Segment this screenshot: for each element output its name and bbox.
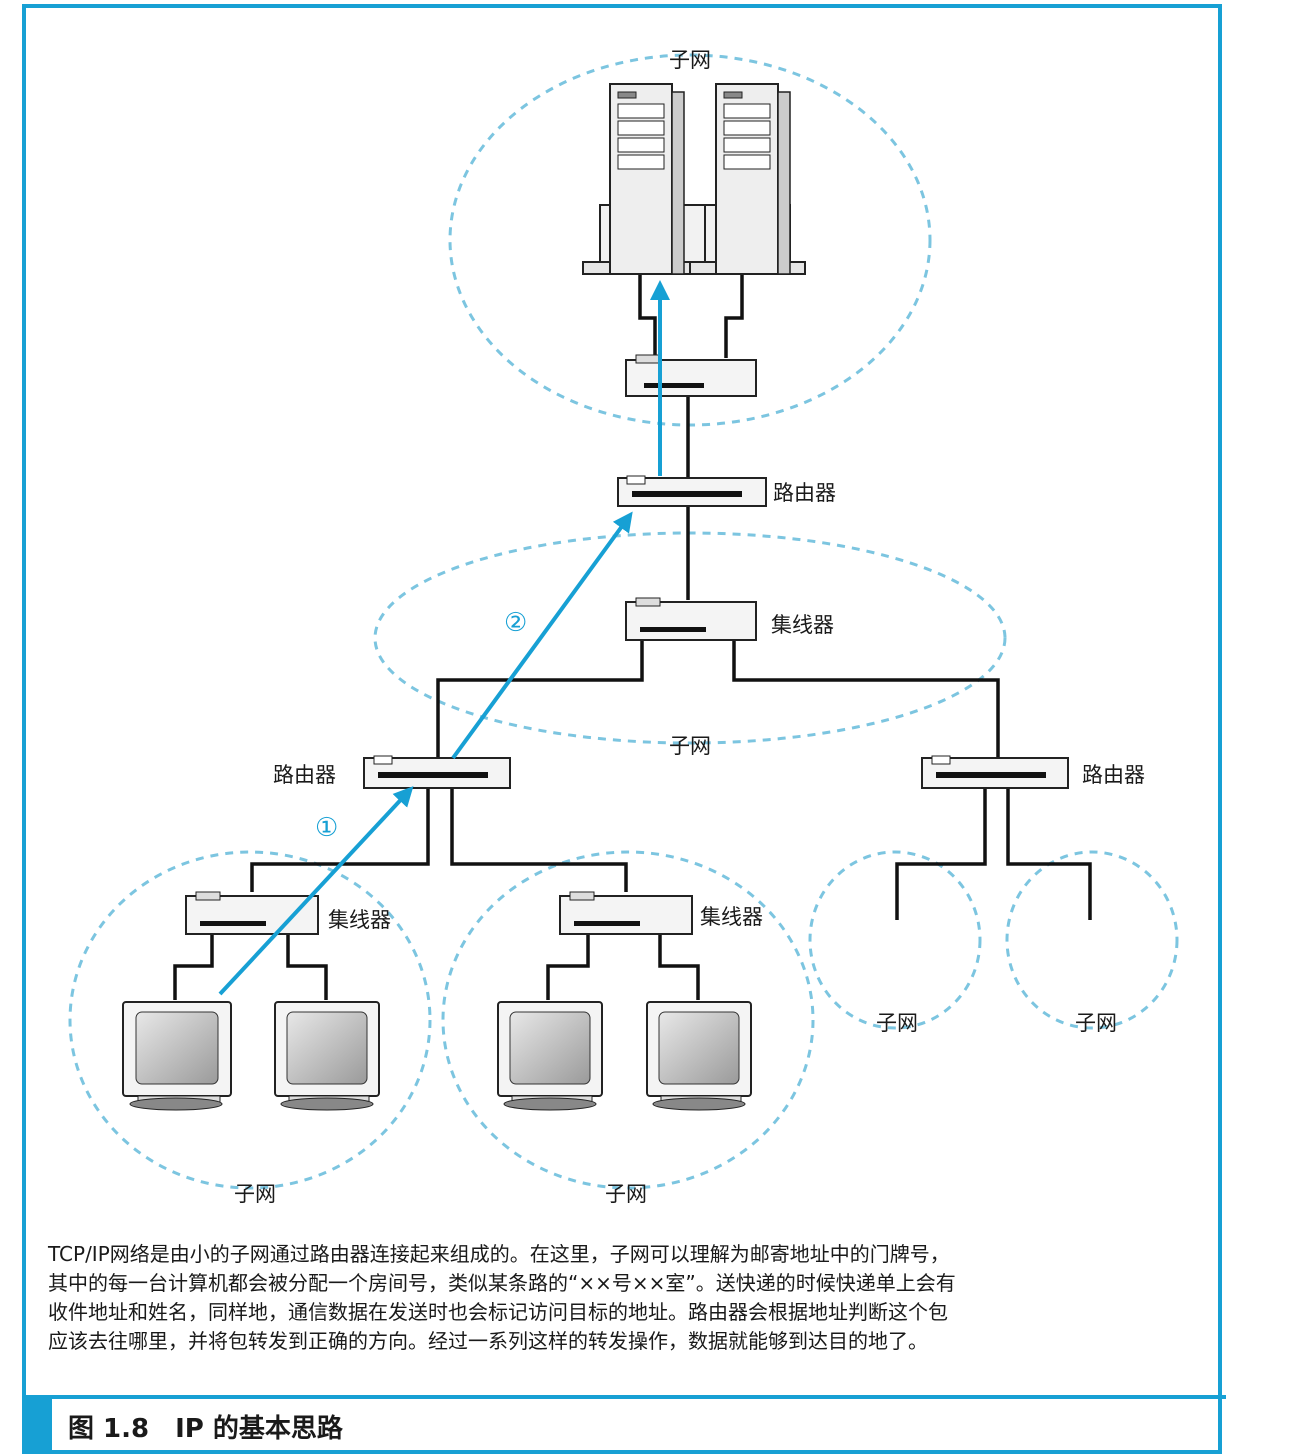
subnet-label-top: 子网 [669,48,711,72]
network-cables [173,272,1092,1000]
hub-label-left: 集线器 [328,908,391,932]
computer-2 [274,1001,380,1111]
hub-label-middle: 集线器 [771,613,834,637]
hub-left [185,891,319,935]
subnet-top-boundary [448,53,932,427]
router-left [363,755,511,789]
subnet-boundaries [68,53,1179,1190]
subnet-left-boundary [68,850,432,1190]
subnet-right2-boundary [1005,850,1179,1030]
route-arrow-2 [451,511,633,760]
router-label-right: 路由器 [1082,763,1145,787]
computer-4 [646,1001,752,1111]
figure-description: TCP/IP网络是由小的子网通过路由器连接起来组成的。在这里，子网可以理解为邮寄… [48,1242,956,1353]
frame-bottom-rule [22,1395,1226,1399]
packet-route [218,280,670,996]
subnet-right1-boundary [808,850,982,1030]
computer-3 [497,1001,603,1111]
hub-center [559,891,693,935]
router-right [921,755,1069,789]
server-1 [582,83,736,275]
subnet-label-left: 子网 [234,1182,276,1206]
step-2-marker: ② [504,608,527,638]
router-top [617,475,767,507]
subnet-label-middle: 子网 [669,734,711,758]
server-2 [689,83,806,275]
subnet-label-right2: 子网 [1075,1011,1117,1035]
step-1-marker: ① [315,813,338,843]
router-label-left: 路由器 [273,763,336,787]
figure-caption: 图 1.8 IP 的基本思路 [68,1414,343,1444]
route-arrow-1 [218,786,414,996]
subnet-label-right1: 子网 [876,1011,918,1035]
subnet-label-center: 子网 [605,1182,647,1206]
caption-accent-bar [22,1399,52,1450]
computer-1 [122,1001,232,1111]
router-label-top: 路由器 [773,481,836,505]
subnet-center-boundary [441,850,815,1190]
hub-label-center: 集线器 [700,905,763,929]
hub-top [625,354,757,397]
ip-network-diagram: 子网 子网 子网 子网 子网 子网 路由器 路由器 路由器 集线器 集线器 集线… [68,48,1179,1206]
hub-middle [625,597,757,641]
subnet-middle-boundary [373,531,1007,745]
